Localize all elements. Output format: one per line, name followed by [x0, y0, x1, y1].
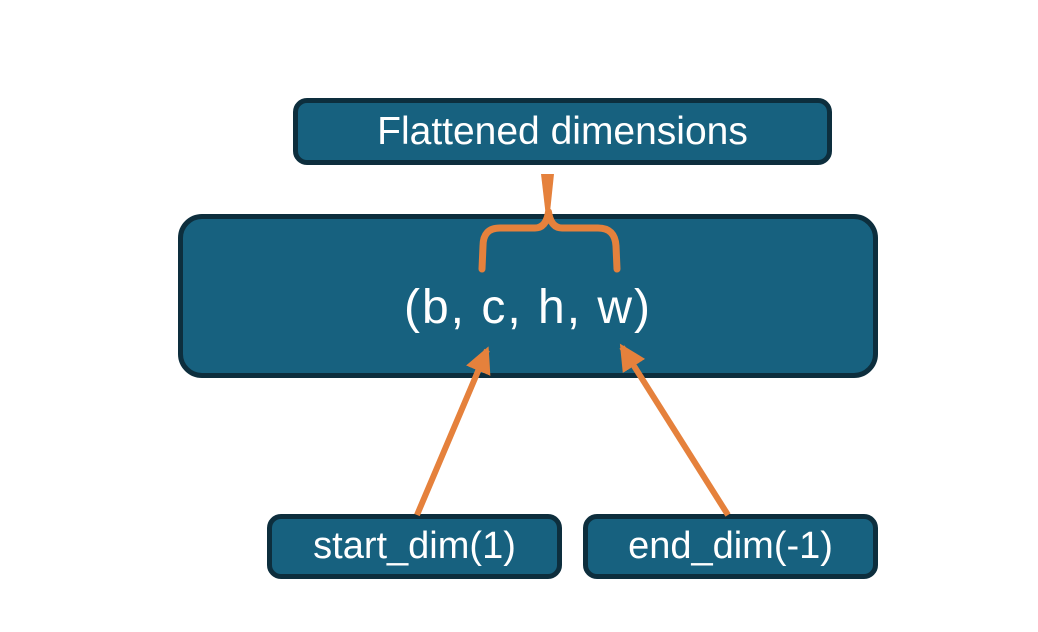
- flattened-dimensions-label: Flattened dimensions: [377, 109, 748, 153]
- start-dim-box: start_dim(1): [267, 514, 562, 579]
- end-dim-box: end_dim(-1): [583, 514, 878, 579]
- start-dim-label: start_dim(1): [313, 525, 516, 567]
- tensor-shape-box: (b, c, h, w): [178, 214, 878, 378]
- tensor-shape-label: (b, c, h, w): [403, 280, 653, 334]
- end-dim-label: end_dim(-1): [628, 525, 833, 567]
- flattened-dimensions-box: Flattened dimensions: [293, 98, 832, 165]
- brace-stem-line: [541, 174, 554, 217]
